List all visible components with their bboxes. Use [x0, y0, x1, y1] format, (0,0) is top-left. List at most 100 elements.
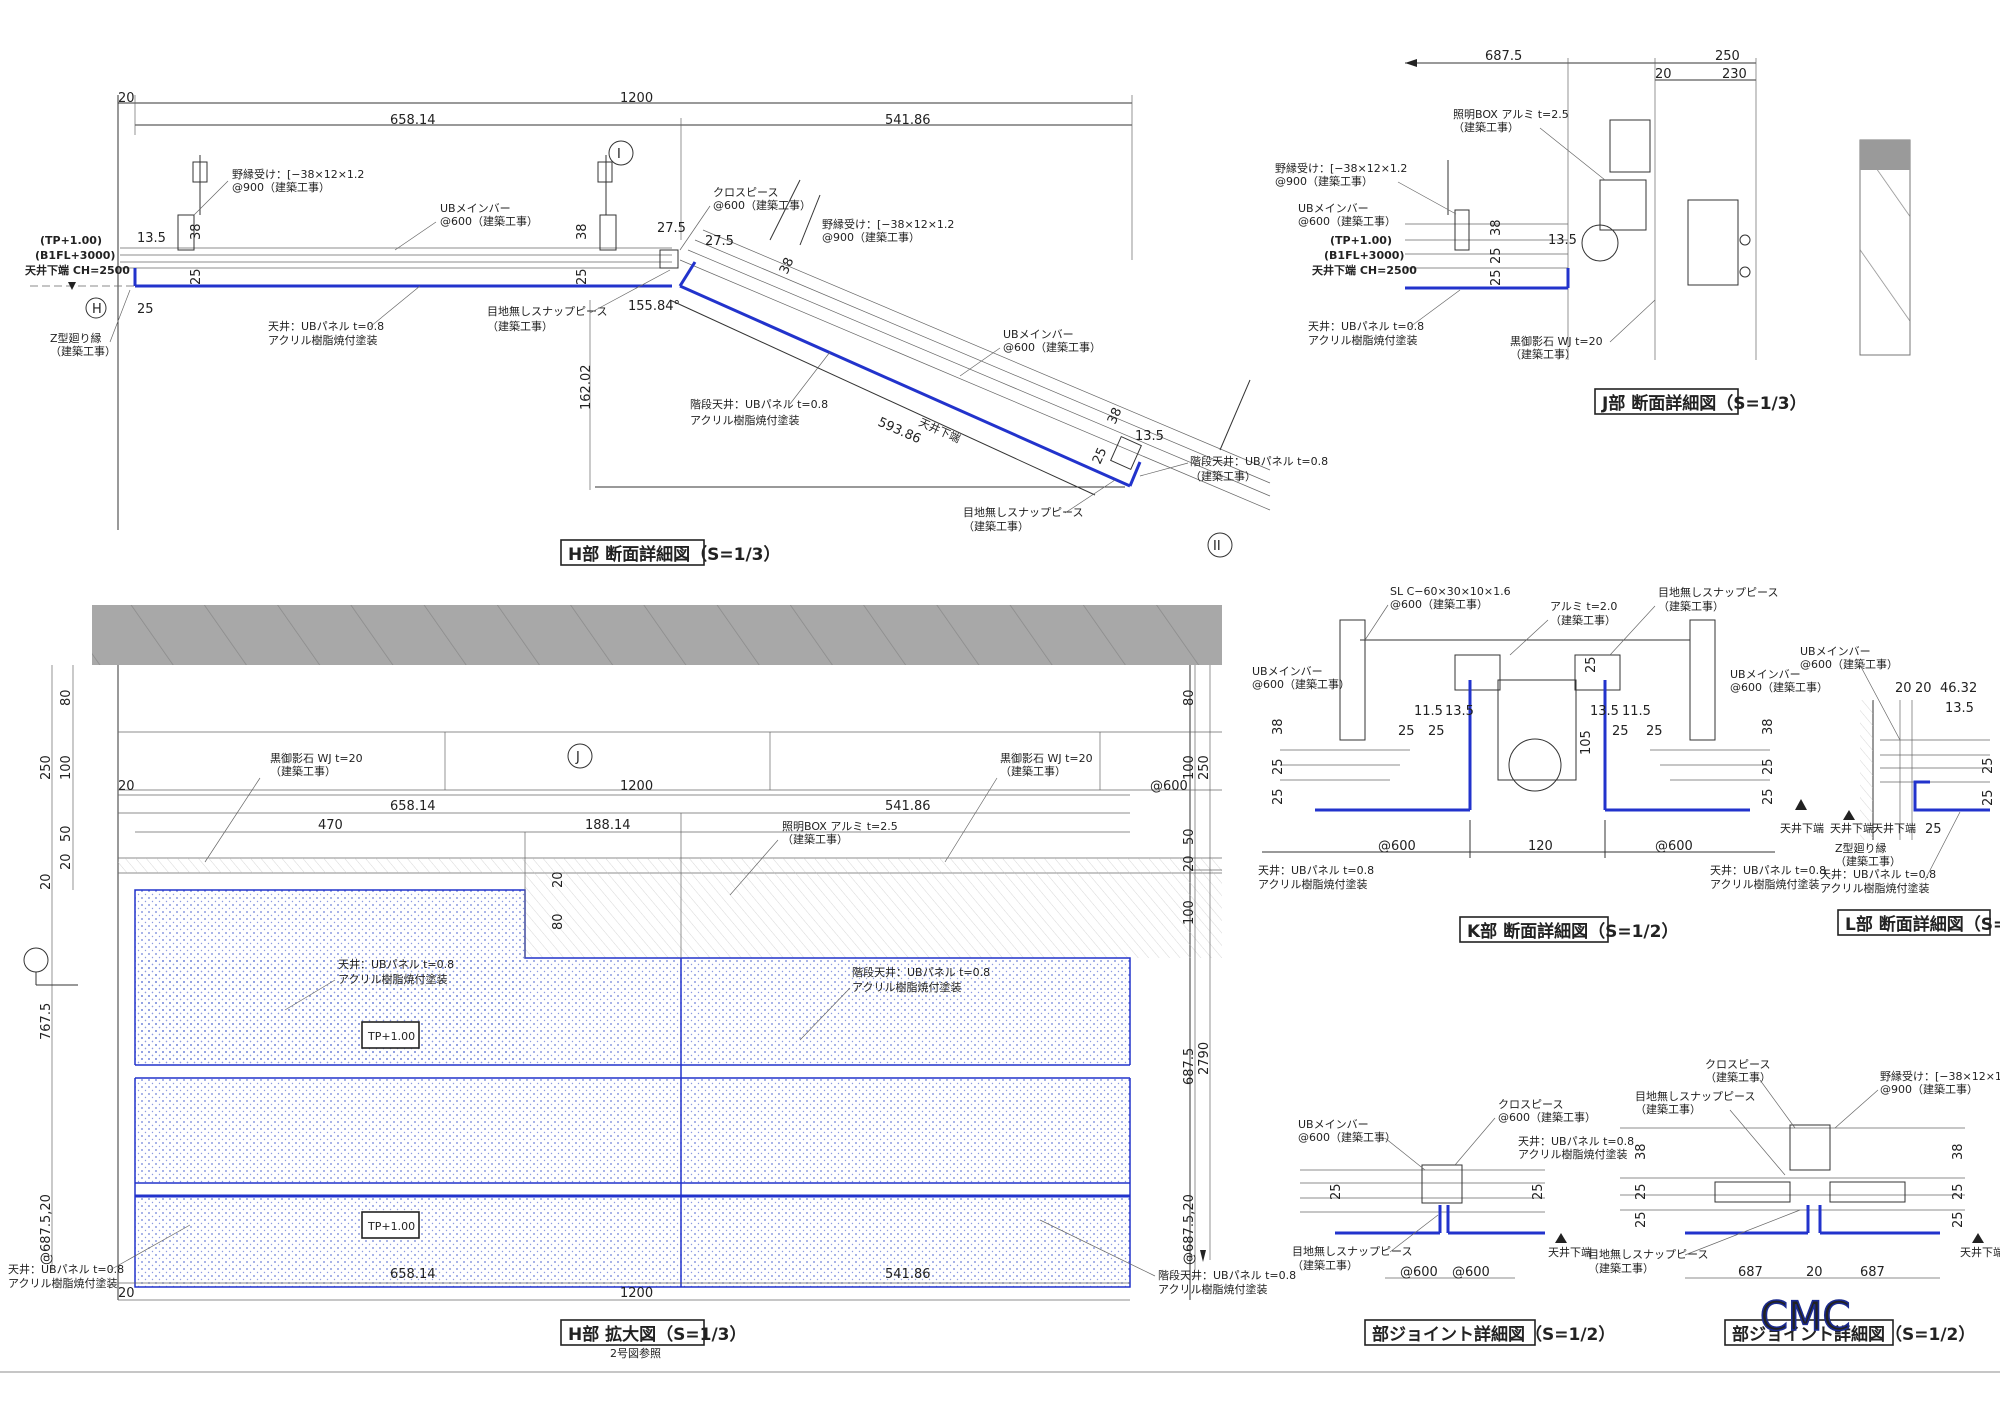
- plan-dim-t1200: 1200: [620, 779, 653, 794]
- l-note-z: Z型廻り縁: [1835, 841, 1887, 855]
- dim-27b: 27.5: [705, 234, 734, 249]
- k-dim-38b: 38: [1761, 718, 1776, 735]
- k-dim-25f: 25: [1271, 788, 1286, 805]
- j2-dim-20: 20: [1806, 1265, 1823, 1280]
- dim-38b: 38: [575, 223, 590, 240]
- caption-box-l-section: [1837, 909, 1991, 936]
- plan-dim-t470: 470: [318, 818, 343, 833]
- plan-dim-l100: 100: [59, 755, 74, 780]
- k-dim-115a: 11.5: [1414, 704, 1443, 719]
- plan-note-stone-1b: （建築工事）: [270, 764, 336, 778]
- note-snap-b: （建築工事）: [487, 319, 553, 333]
- level-tp: (TP+1.00): [40, 234, 102, 247]
- j-note-panel: 天井：UBパネル t=0.8: [1308, 319, 1424, 333]
- plan-dim-b541: 541.86: [885, 1267, 931, 1282]
- caption-joint-2: 部ジョイント詳細図（S=1/2）: [1732, 1324, 1975, 1345]
- dim-162: 162.02: [579, 365, 594, 411]
- k-note-ubl-b: @600（建築工事）: [1252, 677, 1350, 691]
- j2-dim-687a: 687: [1738, 1265, 1763, 1280]
- j-note-stone-b: （建築工事）: [1510, 347, 1576, 361]
- l-note-down: 天井下端: [1830, 821, 1874, 835]
- j-dim-38: 38: [1489, 219, 1504, 236]
- j1-note-cross-b: @600（建築工事）: [1498, 1110, 1596, 1124]
- caption-joint-1: 部ジョイント詳細図（S=1/2）: [1372, 1324, 1615, 1345]
- k-note-snap: 目地無しスナップピース: [1658, 585, 1778, 599]
- joint-1-drawing: 25 25 @600 @600 UBメインバー @600（建築工事） クロスピー…: [1292, 1098, 1634, 1346]
- j2-note-cross: クロスピース: [1705, 1058, 1770, 1071]
- note-ub-1: UBメインバー: [440, 202, 511, 215]
- note-panel: 天井：UBパネル t=0.8: [268, 319, 384, 333]
- k-dim-25e: 25: [1271, 758, 1286, 775]
- j-note-tp: (TP+1.00): [1330, 234, 1392, 247]
- dim-27a: 27.5: [657, 221, 686, 236]
- j-note-nob-b: @900（建築工事）: [1275, 174, 1373, 188]
- j-dim-250: 250: [1715, 49, 1740, 64]
- caption-box-h-plan: [560, 1319, 705, 1346]
- plan-dim-l50: 50: [59, 825, 74, 842]
- plan-note-stone-1: 黒御影石 WJ t=20: [270, 751, 363, 765]
- h-plan-drawing: 80 250 100 50 20 20 767.5 @687.5,20 80 2…: [8, 605, 1296, 1360]
- plan-dim-r20: 20: [1182, 855, 1197, 872]
- caption-box-j-section: [1594, 388, 1739, 415]
- l-dim-4632: 46.32: [1940, 681, 1977, 696]
- j1-note-panel-b: アクリル樹脂焼付塗装: [1518, 1147, 1627, 1161]
- plan-note-stair: 階段天井：UBパネル t=0.8: [852, 965, 990, 979]
- j2-note-snap: 目地無しスナップピース: [1635, 1089, 1755, 1103]
- j2-note-snap-2b: （建築工事）: [1588, 1261, 1654, 1275]
- j-note-ub: UBメインバー: [1298, 202, 1369, 215]
- plan-note-stone-2: 黒御影石 WJ t=20: [1000, 751, 1093, 765]
- k-dim-600a: @600: [1378, 839, 1416, 854]
- l-note-ub: UBメインバー: [1800, 645, 1871, 658]
- plan-tp-1: TP+1.00: [367, 1030, 415, 1043]
- k-note-down: 天井下端: [1780, 821, 1824, 835]
- tp-box-2: [361, 1211, 420, 1239]
- level-ch: 天井下端 CH=2500: [25, 263, 130, 277]
- plan-dim-l687: @687.5,20: [39, 1194, 54, 1265]
- caption-box-joint-2: [1724, 1319, 1894, 1346]
- k-dim-25g: 25: [1761, 758, 1776, 775]
- plan-dim-t541: 541.86: [885, 799, 931, 814]
- plan-dim-s20: 20: [551, 871, 566, 888]
- plan-dim-r250: 250: [1197, 755, 1212, 780]
- note-zmawari-b: （建築工事）: [50, 344, 116, 358]
- caption-j-section: J部 断面詳細図（S=1/3）: [1601, 393, 1807, 414]
- k-note-slc-b: @600（建築工事）: [1390, 597, 1488, 611]
- j2-note-nob-b: @900（建築工事）: [1880, 1082, 1978, 1096]
- j1-note-down: 天井下端: [1548, 1245, 1592, 1259]
- l-dim-135: 13.5: [1945, 701, 1974, 716]
- dim-25c: 25: [137, 302, 154, 317]
- caption-box-h-section: [560, 539, 705, 566]
- plan-dim-b658: 658.14: [390, 1267, 436, 1282]
- note-snap: 目地無しスナップピース: [487, 304, 607, 318]
- dim-658: 658.14: [390, 113, 436, 128]
- plan-dim-l250: 250: [39, 755, 54, 780]
- plan-note-bl-b: アクリル樹脂焼付塗装: [8, 1276, 117, 1290]
- j-section-drawing: 687.5 250 20 230 38 13.5 25 25 照明BOX アルミ…: [1275, 49, 1911, 415]
- j1-note-ub-b: @600（建築工事）: [1298, 1130, 1396, 1144]
- k-note-pr: 天井：UBパネル t=0.8: [1710, 863, 1826, 877]
- k-dim-135a: 13.5: [1445, 704, 1474, 719]
- plan-dim-s80: 80: [551, 913, 566, 930]
- plan-note-br-b: アクリル樹脂焼付塗装: [1158, 1282, 1267, 1296]
- note-snap-2: 目地無しスナップピース: [963, 505, 1083, 519]
- caption-h-plan: H部 拡大図（S=1/3）: [568, 1324, 747, 1345]
- note-ub-2: UBメインバー: [1003, 328, 1074, 341]
- l-note-down-2: 天井下端: [1872, 821, 1916, 835]
- note-nobuchi-1b: @900（建築工事）: [232, 180, 330, 194]
- k-dim-600b: @600: [1655, 839, 1693, 854]
- plan-dim-t20: 20: [118, 779, 135, 794]
- dim-20: 20: [118, 91, 135, 106]
- note-slope-2: 階段天井：UBパネル t=0.8: [1190, 454, 1328, 468]
- k-dim-38a: 38: [1271, 718, 1286, 735]
- caption-l-section: L部 断面詳細図（S=1/2）: [1845, 914, 2000, 935]
- plan-note-br: 階段天井：UBパネル t=0.8: [1158, 1268, 1296, 1282]
- dim-1200: 1200: [620, 91, 653, 106]
- section-mark-i: [608, 140, 634, 166]
- plan-dim-t188: 188.14: [585, 818, 631, 833]
- k-dim-105: 105: [1579, 730, 1594, 755]
- k-note-snap-b: （建築工事）: [1658, 599, 1724, 613]
- l-note-z-b: （建築工事）: [1835, 854, 1901, 868]
- l-note-panel-b: アクリル樹脂焼付塗装: [1820, 881, 1929, 895]
- caption-h-section: H部 断面詳細図（S=1/3）: [568, 544, 781, 565]
